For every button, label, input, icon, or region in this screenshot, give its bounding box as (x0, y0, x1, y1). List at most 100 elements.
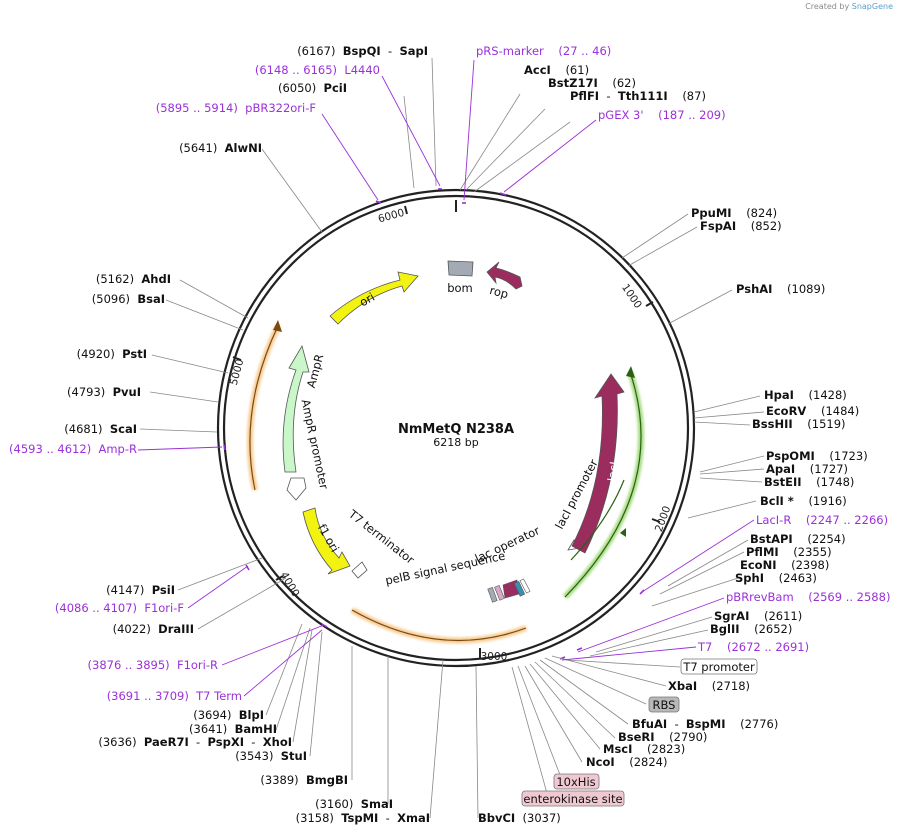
site-label-part: - (189, 735, 208, 749)
tick-label-4000: 4000 (278, 570, 302, 599)
site-label-ampr_primer: (4593 .. 4612) Amp-R (9, 442, 137, 456)
orf-arc-amp-line (249, 325, 279, 491)
site-label-ppumi: PpuMI (824) (691, 206, 777, 220)
site-label-part: PaeR7I (144, 735, 189, 749)
site-label-part: (1519) (793, 417, 846, 431)
site-label-bcli: BclI * (1916) (760, 494, 847, 508)
site-label-psii: (4147) PsiI (106, 583, 175, 597)
site-label-psti: (4920) PstI (77, 347, 147, 361)
orf-arc-laci-head (626, 366, 635, 378)
site-label-l4440: (6148 .. 6165) L4440 (255, 63, 380, 77)
lac-operator-label: lac operator (473, 523, 542, 565)
site-label-part: (852) (736, 219, 782, 233)
site-label-part: TspMI (341, 811, 378, 825)
site-label-part: BsaI (137, 292, 165, 306)
plasmid-size: 6218 bp (433, 436, 478, 449)
site-label-part: (3691 .. 3709) T7 Term (107, 689, 242, 703)
site-label-part: (62) (598, 76, 636, 90)
ampr-arrow (282, 344, 310, 473)
site-label-paer7i: (3636) PaeR7I - PspXI - XhoI (98, 735, 292, 749)
t7-terminator-arrow (351, 561, 368, 579)
site-label-tspmi: (3158) TspMI - XmaI (296, 811, 430, 825)
site-label-part: PpuMI (691, 206, 732, 220)
site-label-part: LacI-R (2247 .. 2266) (756, 513, 888, 527)
site-label-part: BspMI (686, 717, 726, 731)
laci-arrow (571, 373, 625, 554)
site-label-part: (2824) (615, 755, 668, 769)
site-label-laci_r: LacI-R (2247 .. 2266) (756, 513, 888, 527)
site-label-part: EcoRV (766, 404, 806, 418)
site-label-part: (5895 .. 5914) pBR322ori-F (156, 101, 316, 115)
site-label-acci: AccI (61) (524, 63, 589, 77)
backbone-outer (216, 188, 696, 668)
tick-label-5000: 5000 (228, 358, 247, 387)
his-box: 10xHis (553, 773, 600, 790)
site-label-part: PstI (122, 347, 147, 361)
site-label-part: (1723) (815, 449, 868, 463)
site-label-part: (5162) (96, 272, 142, 286)
site-label-fspai: FspAI (852) (700, 219, 782, 233)
laci-label: lacI (605, 461, 622, 483)
site-label-part: (1916) (794, 494, 847, 508)
site-label-part: (4793) (67, 385, 113, 399)
site-label-sgrai: SgrAI (2611) (714, 609, 802, 623)
site-label-part: EcoNI (740, 558, 776, 572)
ampr-promoter-arrow (286, 477, 307, 501)
site-label-part: (6167) (297, 44, 343, 58)
site-label-part: (2355) (779, 545, 832, 559)
primer-leader-lines (137, 59, 755, 697)
site-label-stui: (3543) StuI (235, 749, 307, 763)
site-label-part: (2790) (655, 730, 708, 744)
site-label-part: BstZ17I (548, 76, 598, 90)
site-label-bstapi: BstAPI (2254) (750, 532, 846, 546)
site-label-part: NcoI (586, 755, 615, 769)
site-label-part: (2611) (749, 609, 802, 623)
orf-arc-laci-line (564, 371, 642, 598)
site-label-bglii: BglII (2652) (710, 622, 792, 636)
orf-arc-amp-head (273, 320, 282, 332)
site-label-apai: ApaI (1727) (766, 462, 848, 476)
site-label-pspomi: PspOMI (1723) (766, 449, 868, 463)
site-label-t7: T7 (2672 .. 2691) (697, 640, 809, 654)
site-label-pflmi: PflMI (2355) (746, 545, 832, 559)
t7-promoter-box: T7 promoter (680, 658, 758, 675)
site-label-pgex3: pGEX 3' (187 .. 209) (598, 108, 726, 122)
site-label-bstz17i: BstZ17I (62) (548, 76, 636, 90)
site-label-bsai: (5096) BsaI (92, 292, 165, 306)
site-label-part: BlpI (239, 708, 264, 722)
site-label-part: PflMI (746, 545, 779, 559)
f1-ori-arrow (302, 507, 351, 575)
site-label-part: (3389) (260, 773, 306, 787)
site-label-bbvci: BbvCI (3037) (478, 811, 561, 825)
site-label-bmgbi: (3389) BmgBI (260, 773, 348, 787)
rop-arrow (486, 261, 523, 290)
site-label-msci: MscI (2823) (603, 742, 685, 756)
svg-text:T7 promoter: T7 promoter (682, 660, 755, 674)
site-label-part: pRS-marker (27 .. 46) (476, 44, 611, 58)
site-label-part: BssHII (752, 417, 793, 431)
site-label-part: - (244, 735, 263, 749)
site-label-bfuai: BfuAI - BspMI (2776) (632, 717, 778, 731)
site-label-part: (3876 .. 3895) F1ori-R (88, 658, 218, 672)
site-label-part: DraIII (158, 622, 194, 636)
enzyme-labels: (6167) BspQI - SapI(6148 .. 6165) L4440(… (9, 44, 890, 825)
site-label-part: (3694) (193, 708, 239, 722)
ori-arrow (329, 271, 419, 325)
site-label-part: (5096) (92, 292, 138, 306)
site-label-part: StuI (281, 749, 307, 763)
site-label-part: BstAPI (750, 532, 793, 546)
tick-4000: 4000 (275, 570, 302, 599)
site-label-part: (2823) (632, 742, 685, 756)
site-label-part: - (599, 89, 618, 103)
site-label-part: PshAI (736, 282, 772, 296)
site-label-ahdi: (5162) AhdI (96, 272, 171, 286)
orf-arc-laci2 (570, 479, 625, 561)
backbone-inner (222, 194, 690, 662)
site-label-smai: (3160) SmaI (315, 797, 393, 811)
site-label-part: (1089) (772, 282, 825, 296)
site-label-part: BseRI (618, 730, 655, 744)
site-label-part: PsiI (152, 583, 175, 597)
tick-label-3000: 3000 (481, 651, 508, 663)
site-label-part: (1748) (802, 475, 855, 489)
